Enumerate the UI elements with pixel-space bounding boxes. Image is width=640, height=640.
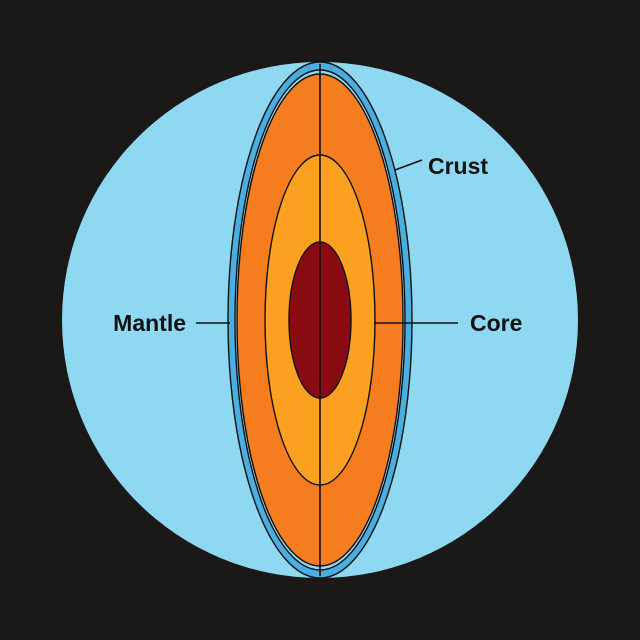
mantle-label: Mantle xyxy=(113,310,186,336)
crust-label: Crust xyxy=(428,153,488,179)
crust-leader-line xyxy=(394,159,423,171)
core-label: Core xyxy=(470,310,522,336)
